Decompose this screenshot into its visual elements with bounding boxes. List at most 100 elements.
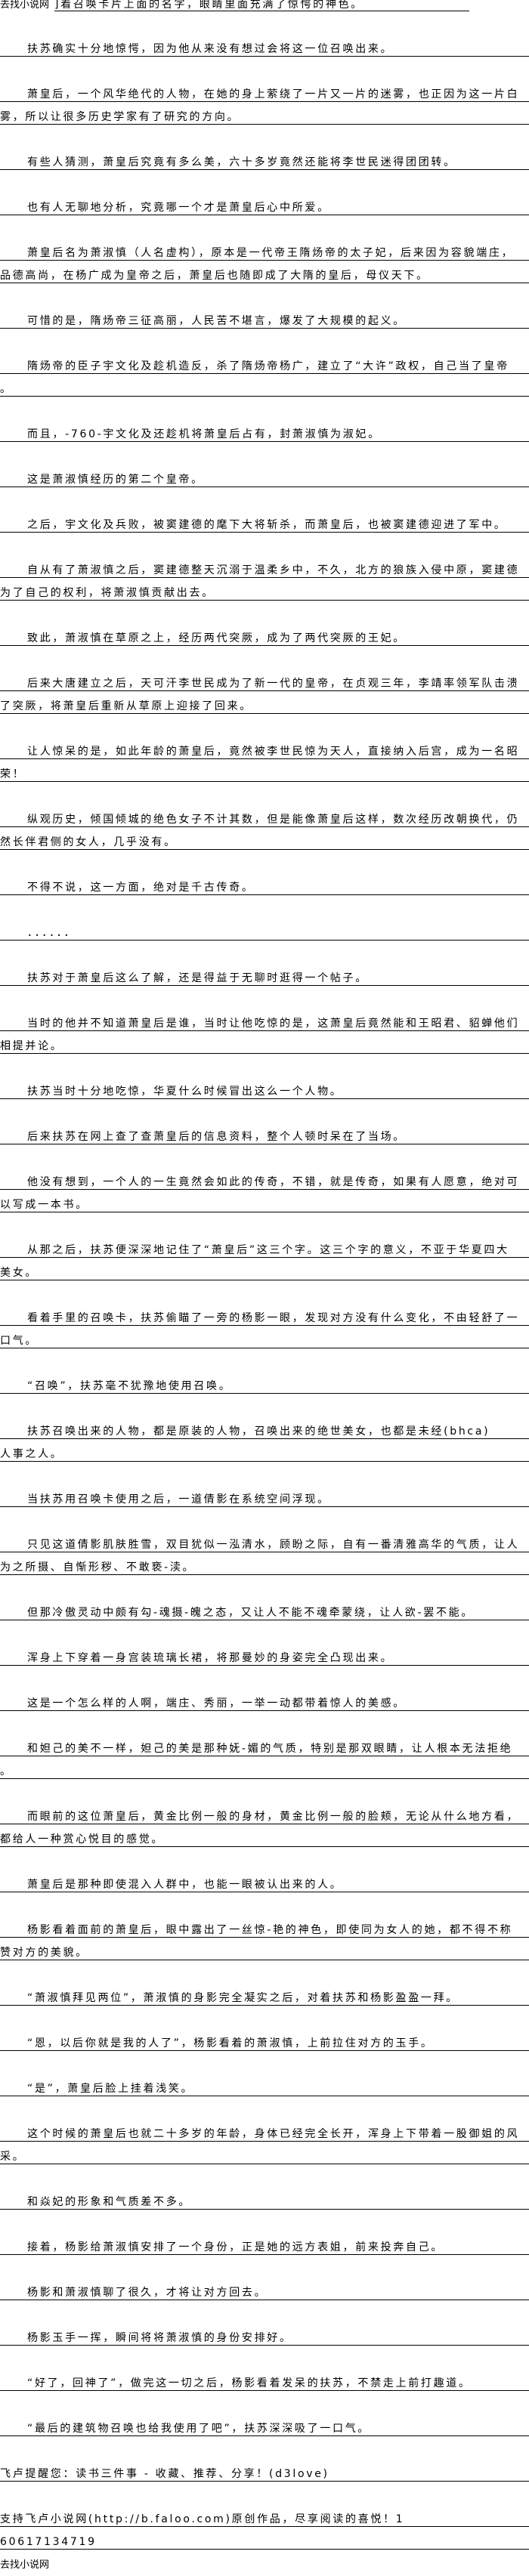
footer-reminder: 飞卢提醒您：读书三件事 - 收藏、推荐、分享！(d3love) <box>0 2459 529 2482</box>
paragraph-line: 他没有想到，一个人的一生竟然会如此的传奇，不错，就是传奇，如果有人愿意，绝对可 <box>0 1167 529 1190</box>
spacer <box>0 2346 529 2368</box>
paragraph-line: 后来大唐建立之后，天可汗李世民成为了新一代的皇帝，在贞观三年，李靖率领军队击溃 <box>0 669 529 691</box>
spacer <box>0 2006 529 2028</box>
spacer <box>0 1507 529 1530</box>
paragraph-line: 扶苏确实十分地惊愕，因为他从来没有想过会将这一位召唤出来。 <box>0 34 529 57</box>
paragraph-line: 浑身上下穿着一身宫装琉璃长裙，将那曼妙的身姿完全凸现出来。 <box>0 1643 529 1666</box>
spacer <box>0 714 529 737</box>
spacer <box>0 1462 529 1484</box>
paragraph-line: 不得不说，这一方面，绝对是千古传奇。 <box>0 873 529 895</box>
spacer <box>0 442 529 465</box>
spacer <box>0 1144 529 1167</box>
paragraph-line: 雾，所以让很多历史学家有了研究的方向。 <box>0 102 529 125</box>
paragraph-line: “好了，回神了”，做完这一切之后，杨影看着发呆的扶苏，不禁走上前打趣道。 <box>0 2368 529 2391</box>
spacer <box>0 1847 529 1870</box>
paragraph-line: 和妲己的美不一样，妲己的美是那种妩-媚的气质，特别是那双眼睛，让人根本无法拒绝 <box>0 1734 529 1756</box>
paragraph-line: 杨影玉手一挥，瞬间将将萧淑慎的身份安排好。 <box>0 2323 529 2346</box>
spacer <box>0 11 529 34</box>
spacer <box>0 170 529 193</box>
spacer <box>0 782 529 805</box>
spacer <box>0 1348 529 1371</box>
paragraph-line: 后来扶苏在网上查了查萧皇后的信息资料，整个人顿时呆在了当场。 <box>0 1122 529 1144</box>
spacer <box>0 1054 529 1076</box>
spacer <box>0 283 529 306</box>
header-line: 去找小说网 ]着召唤卡片上面的名字，眼睛里面充满了惊愕的神色。 <box>0 0 529 11</box>
paragraph-line: 从那之后，扶苏便深深地记住了“萧皇后”这三个字。这三个字的意义，不亚于华夏四大 <box>0 1235 529 1258</box>
spacer <box>0 2391 529 2414</box>
spacer <box>0 1212 529 1235</box>
paragraph-line: 品德高尚，在杨广成为皇帝之后，萧皇后也随即成了大隋的皇后，母仪天下。 <box>0 261 529 283</box>
paragraph-line: 了突厥，将萧皇后重新从草原上迎接了回来。 <box>0 691 529 714</box>
spacer <box>0 1394 529 1416</box>
spacer <box>0 601 529 623</box>
paragraph-line: 自从有了萧淑慎之后，窦建德整天沉溺于温柔乡中，不久，北方的狼族入侵中原，窦建德 <box>0 555 529 578</box>
paragraph-line: 扶苏召唤出来的人物，都是原装的人物，召唤出来的绝世美女，也都是未经(bhca) <box>0 1416 529 1439</box>
spacer <box>0 1779 529 1802</box>
paragraph-line: 隋炀帝的臣子宇文化及趁机造反，杀了隋炀帝杨广，建立了“大许”政权，自己当了皇帝 <box>0 351 529 374</box>
paragraph-line: 之后，宇文化及兵败，被窦建德的麾下大将斩杀，而萧皇后，也被窦建德迎进了军中。 <box>0 510 529 533</box>
header-fragment: ]着召唤卡片上面的名字，眼睛里面充满了惊愕的神色。 <box>54 0 470 11</box>
spacer <box>0 2210 529 2232</box>
paragraph-line: 这是萧淑慎经历的第二个皇帝。 <box>0 465 529 487</box>
paragraph-line: 致此，萧淑慎在草原之上，经历两代突厥，成为了两代突厥的王妃。 <box>0 623 529 646</box>
spacer <box>0 1711 529 1734</box>
spacer <box>0 125 529 147</box>
paragraph-line: 为了自己的权利，将萧淑慎贡献出去。 <box>0 578 529 601</box>
paragraph-line: 以写成一本书。 <box>0 1190 529 1212</box>
paragraph-line: 让人惊呆的是，如此年龄的萧皇后，竟然被李世民惊为天人，直接纳入后宫，成为一名昭 <box>0 737 529 759</box>
paragraph-line: 口气。 <box>0 1326 529 1348</box>
paragraph-line: 当时的他并不知道萧皇后是谁，当时让他吃惊的是，这萧皇后竟然能和王昭君、貂蝉他们 <box>0 1008 529 1031</box>
paragraph-line: “恩，以后你就是我的人了”，杨影看着的萧淑慎，上前拉住对方的玉手。 <box>0 2028 529 2051</box>
paragraph-line: 可惜的是，隋炀帝三征高丽，人民苦不堪言，爆发了大规模的起义。 <box>0 306 529 329</box>
paragraph-line: 为之所摄、自惭形秽、不敢亵-渎。 <box>0 1552 529 1575</box>
footer-site-name[interactable]: 去找小说网 <box>0 2559 50 2571</box>
spacer <box>0 646 529 669</box>
paragraph-line: 扶苏对于萧皇后这么了解，还是得益于无聊时逛得一个帖子。 <box>0 963 529 986</box>
spacer <box>0 2482 529 2504</box>
spacer <box>0 1892 529 1915</box>
paragraph-line: 只见这道倩影肌肤胜雪，双目犹似一泓清水，顾盼之际，自有一番清雅高华的气质，让人 <box>0 1530 529 1552</box>
footer-support-line: 60617134719 <box>0 2527 529 2550</box>
paragraph-line: 纵观历史，倾国倾城的绝色女子不计其数，但是能像萧皇后这样，数次经历改朝换代，仍 <box>0 805 529 827</box>
paragraph-line: 看着手里的召唤卡，扶苏偷瞄了一旁的杨影一眼，发现对方没有什么变化，不由轻舒了一 <box>0 1303 529 1326</box>
paragraph-line: 杨影和萧淑慎聊了很久，才将让对方回去。 <box>0 2278 529 2300</box>
spacer <box>0 2300 529 2323</box>
paragraph-line: ．．．．．． <box>0 918 529 941</box>
paragraph-line: 相提并论。 <box>0 1031 529 1054</box>
paragraph-line: 有些人猜测，萧皇后究竟有多么美，六十多岁竟然还能将李世民迷得团团转。 <box>0 147 529 170</box>
spacer <box>0 397 529 419</box>
paragraph-line: 萧皇后，一个风华绝代的人物，在她的身上萦绕了一片又一片的迷雾，也正因为这一片白 <box>0 79 529 102</box>
spacer <box>0 2051 529 2074</box>
spacer <box>0 2164 529 2187</box>
footer-support-line[interactable]: 支持飞卢小说网(http://b.faloo.com)原创作品，尽享阅读的喜悦！… <box>0 2504 529 2527</box>
spacer <box>0 986 529 1008</box>
spacer <box>0 533 529 555</box>
paragraph-line: 当扶苏用召唤卡使用之后，一道倩影在系统空间浮现。 <box>0 1484 529 1507</box>
paragraph-line: 然长伴君侧的女人，几乎没有。 <box>0 827 529 850</box>
paragraph-line: 接着，杨影给萧淑慎安排了一个身份，正是她的远方表姐，前来投奔自己。 <box>0 2232 529 2255</box>
paragraph-line: 。 <box>0 374 529 397</box>
paragraph-line: 萧皇后名为萧淑慎（人名虚构），原本是一代帝王隋炀帝的太子妃，后来因为容貌端庄， <box>0 238 529 261</box>
paragraph-line: 而且，-760-宇文化及还趁机将萧皇后占有，封萧淑慎为淑妃。 <box>0 419 529 442</box>
paragraph-line: 杨影看着面前的萧皇后，眼中露出了一丝惊-艳的神色，即使同为女人的她，都不得不称 <box>0 1915 529 1938</box>
spacer <box>0 895 529 918</box>
paragraph-line: “最后的建筑物召唤也给我使用了吧”，扶苏深深吸了一口气。 <box>0 2414 529 2436</box>
paragraph-line: 。 <box>0 1756 529 1779</box>
paragraph-line: 也有人无聊地分析，究竟哪一个才是萧皇后心中所爱。 <box>0 193 529 215</box>
paragraph-line: 这是一个怎么样的人啊，端庄、秀丽，一举一动都带着惊人的美感。 <box>0 1688 529 1711</box>
paragraph-line: 赞对方的美貌。 <box>0 1938 529 1960</box>
paragraph-line: 而眼前的这位萧皇后，黄金比例一般的身材，黄金比例一般的脸颊，无论从什么地方看， <box>0 1802 529 1824</box>
spacer <box>0 1666 529 1688</box>
paragraph-line: 都给人一种赏心悦目的感觉。 <box>0 1824 529 1847</box>
paragraph-line: 人事之人。 <box>0 1439 529 1462</box>
spacer <box>0 215 529 238</box>
paragraph-line: 萧皇后是那种即使混入人群中，也能一眼被认出来的人。 <box>0 1870 529 1892</box>
spacer <box>0 2436 529 2459</box>
spacer <box>0 2255 529 2278</box>
paragraph-line: 美女。 <box>0 1258 529 1280</box>
paragraph-line: “召唤”，扶苏毫不犹豫地使用召唤。 <box>0 1371 529 1394</box>
spacer <box>0 941 529 963</box>
paragraph-line: 采。 <box>0 2142 529 2164</box>
site-name[interactable]: 去找小说网 <box>0 0 50 11</box>
